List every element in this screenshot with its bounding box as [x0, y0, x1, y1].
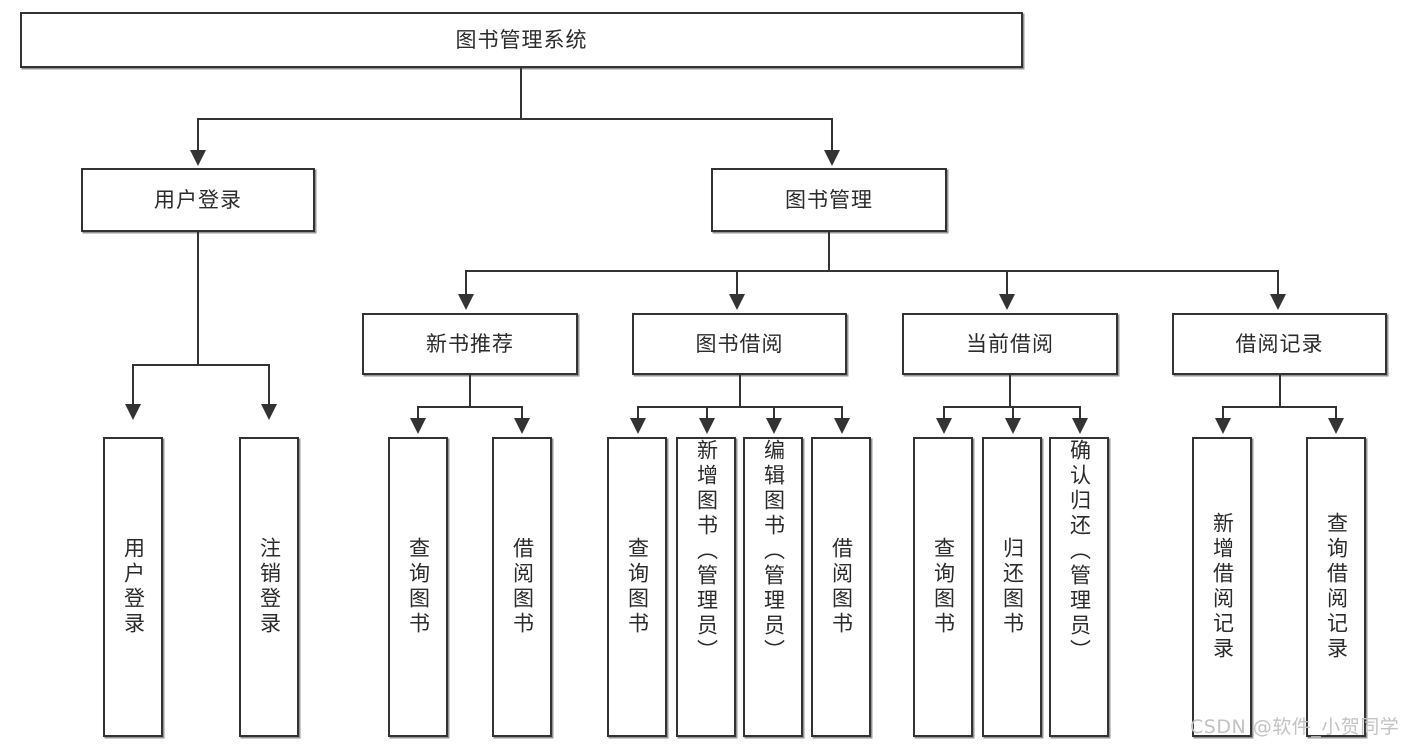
node-book-management[interactable]: 图书管理 — [711, 168, 947, 232]
arrow-borrow-record-leaf1 — [1215, 418, 1231, 434]
connector-book-mgmt-bus — [465, 270, 1277, 272]
leaf-book-borrow-add[interactable]: 新增图书（管理员） — [676, 437, 736, 737]
connector-user-login-leaf1 — [132, 364, 134, 404]
node-new-book-recommend-label: 新书推荐 — [426, 331, 514, 356]
connector-book-borrow-leaf1 — [637, 406, 639, 418]
connector-book-borrow-trunk — [739, 375, 741, 407]
node-book-borrow-label: 图书借阅 — [695, 331, 784, 356]
leaf-borrow-record-query[interactable]: 查询借阅记录 — [1306, 437, 1366, 737]
arrow-current-borrow-leaf3 — [1072, 418, 1088, 434]
connector-book-mgmt-to-borrow-record — [1277, 270, 1279, 294]
leaf-new-book-borrow[interactable]: 借阅图书 — [492, 437, 552, 737]
leaf-new-book-query[interactable]: 查询图书 — [388, 437, 448, 737]
connector-new-book-trunk — [469, 375, 471, 407]
leaf-borrow-record-add[interactable]: 新增借阅记录 — [1192, 437, 1252, 737]
arrow-borrow-record-leaf2 — [1328, 418, 1344, 434]
connector-root-to-book-mgmt — [831, 118, 833, 150]
connector-user-login-bus — [132, 364, 269, 366]
arrow-book-borrow-leaf2 — [699, 418, 715, 434]
arrow-book-mgmt-to-new-book — [458, 294, 474, 310]
connector-root-bus — [197, 118, 833, 120]
arrow-current-borrow-leaf2 — [1005, 418, 1021, 434]
leaf-current-borrow-return-label: 归还图书 — [1000, 537, 1025, 637]
connector-book-mgmt-trunk — [828, 232, 830, 271]
connector-current-borrow-bus — [943, 406, 1080, 408]
arrow-book-borrow-leaf4 — [834, 418, 850, 434]
arrow-new-book-leaf2 — [514, 418, 530, 434]
connector-borrow-record-leaf2 — [1335, 406, 1337, 418]
leaf-current-borrow-return[interactable]: 归还图书 — [982, 437, 1042, 737]
leaf-user-login-logout[interactable]: 注销登录 — [239, 437, 299, 737]
node-current-borrow-label: 当前借阅 — [966, 331, 1054, 356]
leaf-current-borrow-confirm-label: 确认归还（管理员） — [1067, 439, 1092, 664]
node-root-label: 图书管理系统 — [455, 27, 588, 52]
arrow-book-mgmt-to-book-borrow — [729, 294, 745, 310]
arrow-book-borrow-leaf1 — [630, 418, 646, 434]
connector-book-borrow-leaf4 — [841, 406, 843, 418]
arrow-book-mgmt-to-current-borrow — [999, 294, 1015, 310]
connector-current-borrow-leaf1 — [943, 406, 945, 418]
node-current-borrow[interactable]: 当前借阅 — [902, 313, 1118, 375]
connector-borrow-record-trunk — [1279, 375, 1281, 407]
connector-new-book-leaf2 — [521, 406, 523, 418]
connector-user-login-leaf2 — [268, 364, 270, 404]
leaf-book-borrow-query-label: 查询图书 — [625, 537, 650, 637]
connector-new-book-bus — [417, 406, 522, 408]
connector-book-mgmt-to-current-borrow — [1006, 270, 1008, 294]
connector-book-borrow-leaf3 — [773, 406, 775, 418]
connector-new-book-leaf1 — [417, 406, 419, 418]
leaf-book-borrow-add-label: 新增图书（管理员） — [694, 439, 719, 664]
connector-root-to-user-login — [197, 118, 199, 150]
connector-book-borrow-bus — [637, 406, 843, 408]
node-new-book-recommend[interactable]: 新书推荐 — [362, 313, 578, 375]
leaf-book-borrow-edit[interactable]: 编辑图书（管理员） — [743, 437, 803, 737]
connector-borrow-record-bus — [1222, 406, 1337, 408]
leaf-user-login-logout-label: 注销登录 — [257, 537, 282, 637]
leaf-current-borrow-query[interactable]: 查询图书 — [913, 437, 973, 737]
node-root[interactable]: 图书管理系统 — [20, 12, 1023, 68]
leaf-current-borrow-query-label: 查询图书 — [931, 537, 956, 637]
node-book-management-label: 图书管理 — [785, 187, 873, 212]
connector-root-trunk — [520, 68, 522, 119]
node-user-login[interactable]: 用户登录 — [81, 168, 315, 232]
leaf-user-login-login-label: 用户登录 — [121, 537, 146, 637]
node-borrow-record[interactable]: 借阅记录 — [1172, 313, 1387, 375]
arrow-new-book-leaf1 — [410, 418, 426, 434]
arrow-book-borrow-leaf3 — [766, 418, 782, 434]
arrow-current-borrow-leaf1 — [936, 418, 952, 434]
leaf-borrow-record-query-label: 查询借阅记录 — [1324, 512, 1349, 662]
leaf-book-borrow-edit-label: 编辑图书（管理员） — [761, 439, 786, 664]
arrow-user-login-leaf1 — [125, 404, 141, 420]
node-user-login-label: 用户登录 — [154, 187, 242, 212]
arrow-book-mgmt-to-borrow-record — [1270, 294, 1286, 310]
leaf-book-borrow-query[interactable]: 查询图书 — [607, 437, 667, 737]
leaf-user-login-login[interactable]: 用户登录 — [103, 437, 163, 737]
connector-book-mgmt-to-book-borrow — [736, 270, 738, 294]
leaf-new-book-query-label: 查询图书 — [406, 537, 431, 637]
leaf-new-book-borrow-label: 借阅图书 — [510, 537, 535, 637]
arrow-root-to-user-login — [190, 150, 206, 166]
leaf-current-borrow-confirm[interactable]: 确认归还（管理员） — [1049, 437, 1109, 737]
connector-current-borrow-trunk — [1009, 375, 1011, 407]
connector-current-borrow-leaf3 — [1079, 406, 1081, 418]
leaf-book-borrow-borrow-label: 借阅图书 — [829, 537, 854, 637]
connector-book-borrow-leaf2 — [706, 406, 708, 418]
leaf-book-borrow-borrow[interactable]: 借阅图书 — [811, 437, 871, 737]
connector-user-login-trunk — [197, 232, 199, 365]
connector-book-mgmt-to-new-book — [465, 270, 467, 294]
connector-borrow-record-leaf1 — [1222, 406, 1224, 418]
connector-current-borrow-leaf2 — [1012, 406, 1014, 418]
leaf-borrow-record-add-label: 新增借阅记录 — [1210, 512, 1235, 662]
arrow-user-login-leaf2 — [261, 404, 277, 420]
node-borrow-record-label: 借阅记录 — [1235, 331, 1324, 356]
node-book-borrow[interactable]: 图书借阅 — [632, 313, 847, 375]
arrow-root-to-book-mgmt — [824, 150, 840, 166]
